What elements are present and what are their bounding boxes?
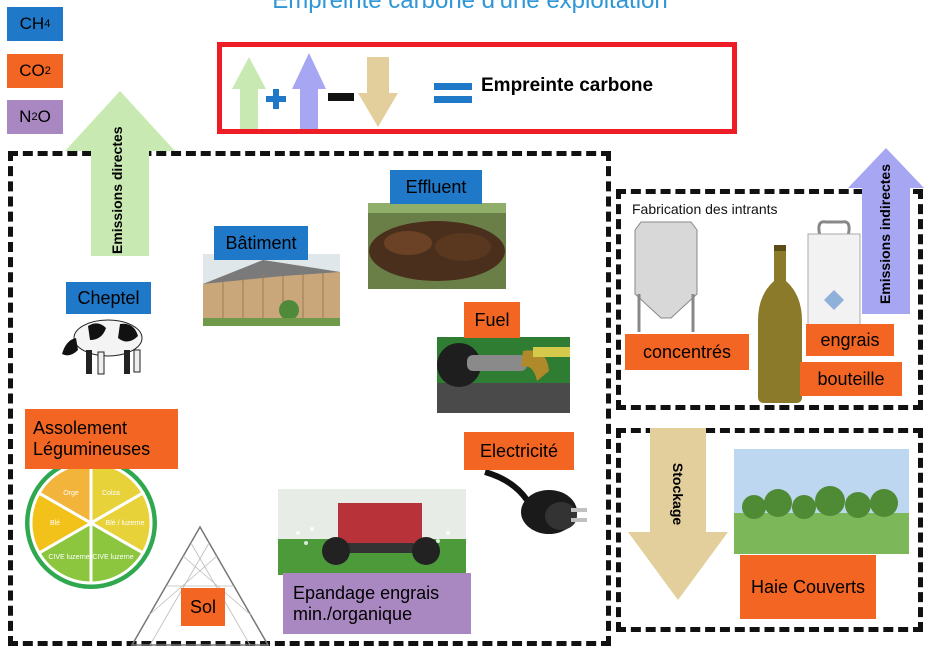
indirect-emissions-label: Emissions indirectes	[876, 163, 893, 305]
wheel-label-cive-2: CIVE luzerne	[48, 554, 89, 561]
tag-concentres: concentrés	[625, 334, 749, 370]
indirect-emissions-arrow-icon	[848, 148, 924, 314]
tag-assolement: Assolement Légumineuses	[25, 409, 178, 469]
indirect-arrow-icon	[292, 53, 326, 129]
tag-bouteille: bouteille	[800, 362, 902, 396]
legend-ch4-base: CH	[19, 14, 45, 33]
spreader-picture	[278, 489, 466, 575]
wheel-label-ble: Blé	[50, 520, 60, 527]
formula-equation-icon	[232, 53, 472, 129]
legend-ch4-sub: 4	[44, 18, 51, 30]
wheel-label-ble-luzerne: Blé / luzerne	[106, 520, 145, 527]
direct-emissions-group	[8, 151, 611, 646]
legend-n2o-base: N	[19, 107, 32, 126]
legend-co2-base: CO	[19, 61, 45, 80]
storage-group	[616, 428, 923, 632]
tag-haie: Haie Couverts	[740, 555, 876, 619]
bottle-picture	[758, 245, 802, 403]
equals-icon	[434, 83, 472, 103]
fuel-nozzle-picture	[437, 337, 570, 413]
tag-fuel: Fuel	[464, 302, 520, 338]
fabrication-label: Fabrication des intrants	[632, 201, 778, 217]
direct-arrow-icon	[232, 57, 266, 129]
storage-label: Stockage	[670, 462, 687, 526]
tag-sol: Sol	[181, 588, 225, 626]
barn-picture	[203, 254, 340, 326]
storage-arrow-icon	[358, 57, 398, 127]
direct-emissions-label: Emissions directes	[108, 126, 125, 255]
formula-box: Empreinte carbone	[217, 42, 737, 134]
silo-picture	[634, 221, 698, 332]
plus-icon	[266, 89, 286, 109]
tag-engrais: engrais	[806, 324, 894, 356]
soil-triangle-picture	[130, 525, 270, 646]
legend-n2o-tail: O	[37, 107, 51, 126]
legend-n2o-sub: 2	[31, 111, 38, 123]
fertilizer-bag-picture	[807, 220, 861, 337]
formula-result-label: Empreinte carbone	[481, 75, 654, 96]
wheel-label-orge: Orge	[63, 490, 79, 497]
plug-picture	[484, 469, 587, 534]
inputs-group	[616, 189, 923, 410]
tag-epandage: Epandage engrais min./organique	[283, 573, 471, 634]
minus-icon	[328, 93, 354, 101]
wheel-label-cive-1: CIVE luzerne	[92, 554, 133, 561]
tag-effluent: Effluent	[390, 170, 482, 204]
hedge-picture	[734, 449, 909, 554]
rotation-wheel-picture: Colza Blé / luzerne CIVE luzerne CIVE lu…	[25, 457, 157, 589]
page-title: Empreinte carbone d'une exploitation	[272, 0, 668, 14]
manure-picture	[368, 203, 506, 289]
cow-picture	[62, 319, 143, 375]
tag-electricite: Electricité	[464, 432, 574, 470]
direct-emissions-arrow-icon	[65, 91, 175, 256]
tag-cheptel: Cheptel	[66, 282, 151, 314]
tag-batiment: Bâtiment	[214, 226, 308, 260]
storage-arrow-big-icon	[628, 428, 728, 600]
legend-co2-sub: 2	[44, 65, 51, 77]
wheel-label-colza: Colza	[102, 490, 120, 497]
